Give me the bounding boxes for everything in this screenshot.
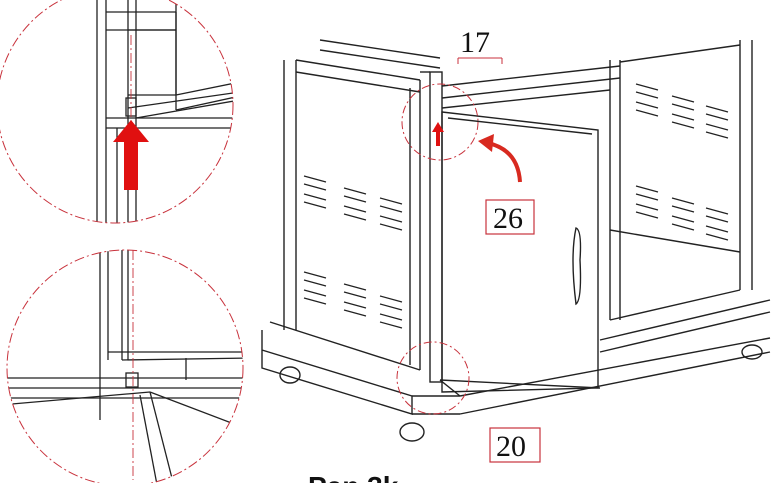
callout-17: 17 <box>457 26 503 64</box>
detail-view-top-hinge <box>0 0 234 224</box>
callout-26: 26 <box>485 199 535 235</box>
cabinet-drawing <box>261 39 771 442</box>
small-up-arrow-icon <box>432 122 444 146</box>
callout-20: 20 <box>489 427 541 463</box>
hinge-marker-bottom <box>396 341 470 415</box>
label-17: 17 <box>460 26 490 59</box>
footer-caption: Pan 3k <box>308 471 399 483</box>
label-26: 26 <box>493 202 523 235</box>
vent-slots-left <box>303 175 403 329</box>
vent-slots-right <box>635 83 729 241</box>
detail-circle-top <box>0 0 234 224</box>
curved-arrow-icon <box>487 141 522 183</box>
detail-circle-bottom <box>6 249 244 483</box>
label-20: 20 <box>496 430 526 463</box>
up-arrow-icon <box>113 120 149 190</box>
hinge-marker-top <box>401 83 479 161</box>
detail-view-bottom-hinge <box>6 249 244 483</box>
